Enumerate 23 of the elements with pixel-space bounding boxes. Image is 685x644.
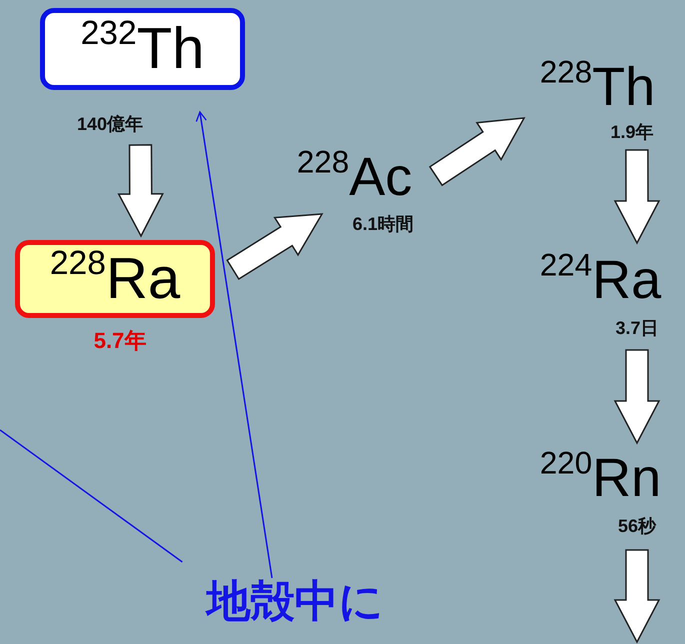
- nuclide-box: [15, 240, 215, 318]
- half-life-label: 140億年: [76, 113, 144, 136]
- block-arrow: [117, 144, 164, 238]
- block-arrow: [614, 549, 660, 644]
- nuclide-label: $^{228}$Th: [540, 60, 656, 114]
- nuclide-label: $^{228}$Ra: [50, 250, 180, 308]
- block-arrow: [614, 149, 660, 245]
- half-life-label: 5.7年: [92, 327, 148, 355]
- nuclide-box: [40, 8, 245, 90]
- leader-line: [0, 429, 183, 563]
- note-text: 地殻中に: [206, 580, 384, 624]
- block-arrow: [614, 349, 660, 445]
- leader-line: [196, 111, 273, 578]
- half-life-label: 1.9年: [609, 121, 655, 144]
- half-life-label: 56秒: [616, 515, 658, 538]
- block-arrow: [428, 117, 526, 186]
- half-life-label: 6.1時間: [351, 213, 415, 236]
- nuclide-label: $^{220}$Rn: [540, 451, 662, 505]
- nuclide-label: $^{228}$Ac: [296, 150, 412, 204]
- nuclide-label: $^{224}$Ra: [540, 253, 662, 307]
- block-arrow: [226, 213, 324, 280]
- half-life-label: 3.7日: [614, 317, 660, 340]
- nuclide-label: $^{232}$Th: [80, 20, 204, 78]
